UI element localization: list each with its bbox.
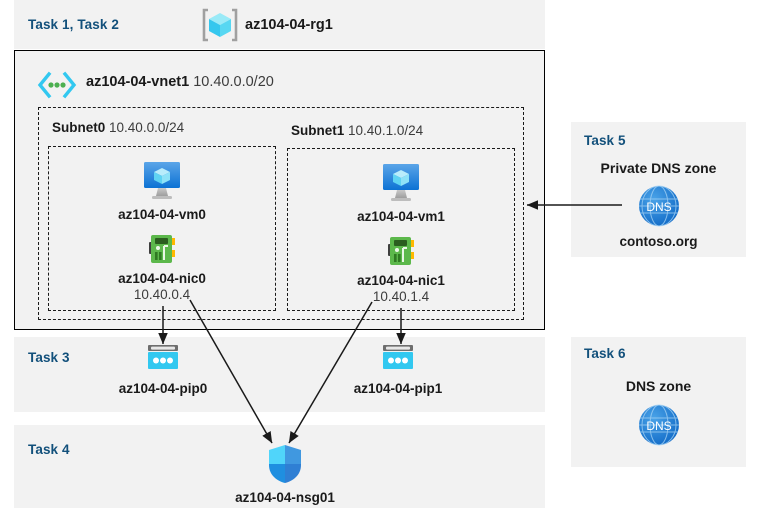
pip0-name: az104-04-pip0 xyxy=(118,381,208,396)
public-ip-address-icon xyxy=(143,345,183,380)
task3-panel xyxy=(14,337,545,412)
dns-zone-node[interactable]: DNS xyxy=(571,402,746,453)
nic1-ip: 10.40.1.4 xyxy=(372,289,430,304)
dns-zone-icon: DNS xyxy=(636,404,682,452)
resource-group-name: az104-04-rg1 xyxy=(245,17,333,33)
subnet0-box xyxy=(48,146,276,311)
private-dns-zone-name: contoso.org xyxy=(619,234,698,249)
vnet-address-space: 10.40.0.0/20 xyxy=(193,74,274,90)
nic0-ip: 10.40.0.4 xyxy=(133,287,191,302)
dns-icon-text: DNS xyxy=(646,419,671,433)
pip1-node[interactable]: az104-04-pip1 xyxy=(338,342,458,396)
task-label-1-2: Task 1, Task 2 xyxy=(28,17,119,32)
virtual-network-title: az104-04-vnet1 10.40.0.0/20 xyxy=(86,74,274,90)
subnet0-prefix: 10.40.0.0/24 xyxy=(109,120,185,135)
task-label-5: Task 5 xyxy=(584,133,626,148)
subnets-group xyxy=(38,107,524,320)
nic1-name: az104-04-nic1 xyxy=(357,273,445,288)
virtual-network-icon xyxy=(36,71,78,99)
task-label-3: Task 3 xyxy=(28,350,70,365)
vm1-name: az104-04-vm1 xyxy=(357,209,445,224)
task-label-6: Task 6 xyxy=(584,346,626,361)
resource-group-icon xyxy=(201,7,239,43)
resource-group-panel xyxy=(14,0,545,49)
private-dns-zone-node[interactable]: DNS contoso.org xyxy=(571,183,746,249)
pip0-node[interactable]: az104-04-pip0 xyxy=(103,342,223,396)
network-interface-icon xyxy=(142,235,182,270)
public-ip-address-icon xyxy=(378,345,418,380)
vm1-node[interactable]: az104-04-vm1 xyxy=(341,162,461,224)
virtual-machine-icon xyxy=(139,162,185,206)
nic0-node[interactable]: az104-04-nic0 10.40.0.4 xyxy=(102,232,222,302)
vnet-name: az104-04-vnet1 xyxy=(86,74,190,90)
dns-icon-text: DNS xyxy=(646,200,671,214)
nic0-name: az104-04-nic0 xyxy=(118,271,206,286)
nic1-node[interactable]: az104-04-nic1 10.40.1.4 xyxy=(341,234,461,304)
private-dns-zone-heading: Private DNS zone xyxy=(600,160,717,176)
subnet0-title: Subnet0 10.40.0.0/24 xyxy=(52,120,184,135)
nsg-name: az104-04-nsg01 xyxy=(235,490,335,505)
pip1-name: az104-04-pip1 xyxy=(353,381,443,396)
subnet1-name: Subnet1 xyxy=(291,123,345,138)
virtual-network-container xyxy=(14,50,545,330)
dns-zone-heading: DNS zone xyxy=(625,378,692,394)
task-label-4: Task 4 xyxy=(28,442,70,457)
vm0-node[interactable]: az104-04-vm0 xyxy=(102,160,222,222)
dns-zone-icon: DNS xyxy=(636,185,682,233)
network-interface-icon xyxy=(381,237,421,272)
subnet1-title: Subnet1 10.40.1.0/24 xyxy=(291,123,423,138)
subnet1-prefix: 10.40.1.0/24 xyxy=(348,123,424,138)
nsg-node[interactable]: az104-04-nsg01 xyxy=(215,443,355,505)
virtual-machine-icon xyxy=(378,164,424,208)
vm0-name: az104-04-vm0 xyxy=(118,207,206,222)
network-security-group-icon xyxy=(266,445,304,489)
subnet0-name: Subnet0 xyxy=(52,120,106,135)
